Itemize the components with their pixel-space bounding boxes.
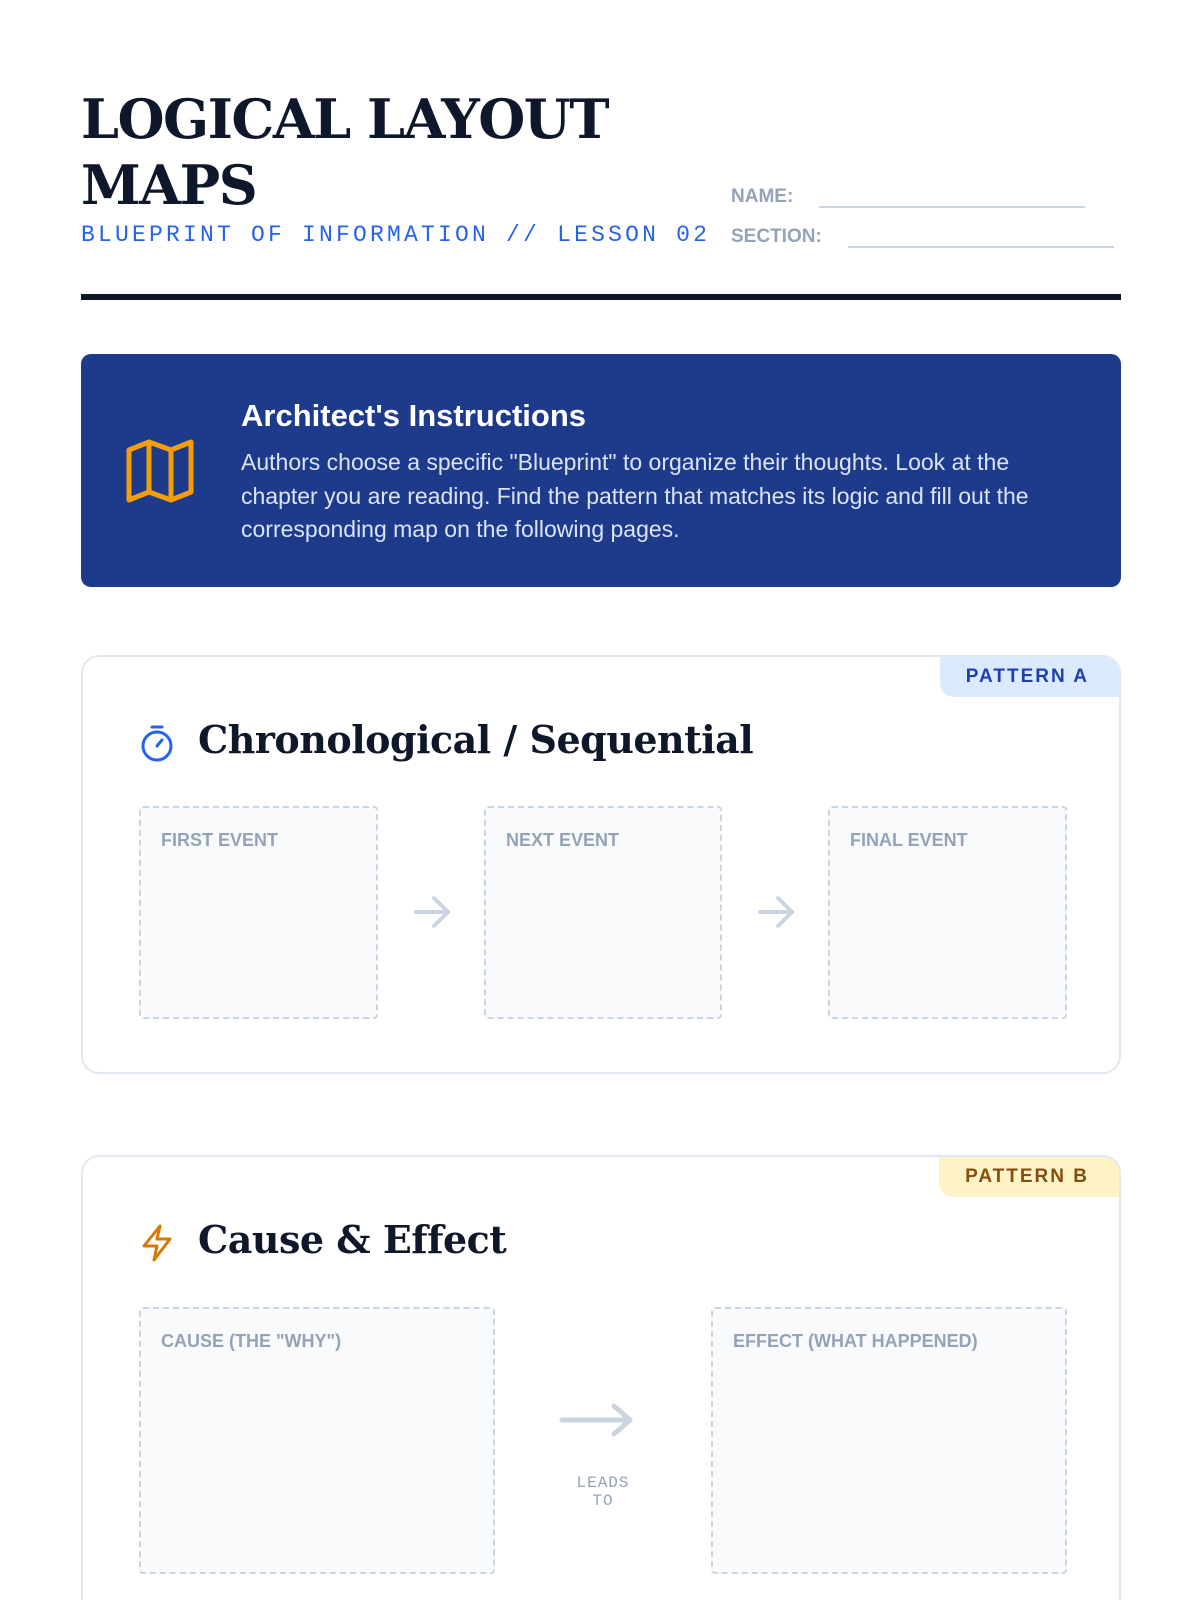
pattern-a-title: Chronological / Sequential [198, 717, 754, 762]
pattern-b-tag: PATTERN B [939, 1157, 1119, 1197]
first-event-label: FIRST EVENT [161, 830, 279, 850]
pattern-b-title: Cause & Effect [198, 1217, 507, 1262]
effect-box[interactable]: EFFECT (WHAT HAPPENED) [711, 1307, 1067, 1574]
pattern-a-card: PATTERN A Chronological / Sequential FIR… [81, 655, 1121, 1074]
section-label: SECTION: [731, 226, 822, 247]
map-icon [126, 439, 194, 503]
section-field[interactable]: SECTION: [731, 226, 1114, 248]
final-event-label: FINAL EVENT [850, 830, 968, 850]
pattern-b-card: PATTERN B Cause & Effect CAUSE (THE "WHY… [81, 1155, 1121, 1600]
effect-label: EFFECT (WHAT HAPPENED) [733, 1331, 978, 1351]
arrow-right-icon [758, 896, 794, 928]
instructions-banner: Architect's Instructions Authors choose … [81, 354, 1121, 587]
instructions-title: Architect's Instructions [241, 398, 586, 433]
header-divider [81, 294, 1121, 300]
cause-label: CAUSE (THE "WHY") [161, 1331, 342, 1351]
page-title-line-1: LOGICAL LAYOUT [81, 87, 610, 151]
lightning-icon [142, 1224, 172, 1262]
page-title: LOGICAL LAYOUT MAPS [81, 86, 701, 218]
pattern-a-tag: PATTERN A [939, 657, 1119, 697]
first-event-box[interactable]: FIRST EVENT [139, 806, 378, 1019]
final-event-box[interactable]: FINAL EVENT [828, 806, 1067, 1019]
name-field[interactable]: NAME: [731, 186, 1086, 208]
instructions-body: Authors choose a specific "Blueprint" to… [241, 449, 1029, 542]
page-subtitle: BLUEPRINT OF INFORMATION // LESSON 02 [81, 222, 711, 248]
next-event-box[interactable]: NEXT EVENT [484, 806, 722, 1019]
next-event-label: NEXT EVENT [506, 830, 620, 850]
name-label: NAME: [731, 186, 794, 207]
name-line[interactable] [819, 206, 1086, 208]
section-line[interactable] [847, 246, 1114, 248]
arrow-long-right-icon [559, 1403, 633, 1437]
header: LOGICAL LAYOUT MAPS BLUEPRINT OF INFORMA… [81, 86, 1121, 302]
arrow-right-icon [414, 896, 450, 928]
page-title-line-2: MAPS [81, 153, 258, 217]
stopwatch-icon [141, 725, 173, 762]
leads-to-label: LEADS TO [576, 1474, 630, 1510]
cause-box[interactable]: CAUSE (THE "WHY") [139, 1307, 495, 1574]
